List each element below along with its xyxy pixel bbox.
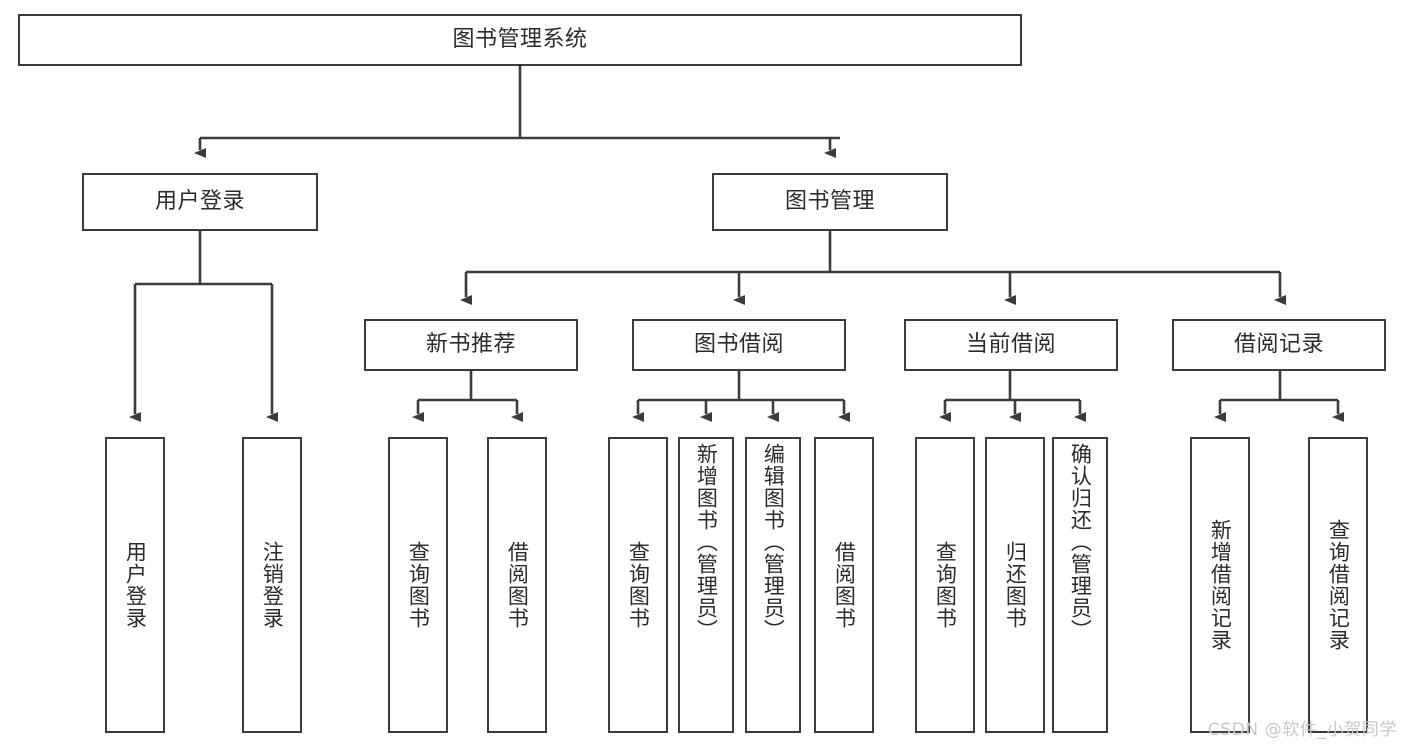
node-borrow-record[interactable]: 借阅记录 — [1172, 319, 1386, 371]
node-label: 图书管理系统 — [452, 26, 588, 52]
node-label: 借阅图书 — [505, 541, 530, 629]
node-leaf-confirm-return[interactable]: 确认归还（管理员） — [1052, 437, 1108, 733]
node-leaf-add-book[interactable]: 新增图书（管理员） — [678, 437, 734, 733]
node-book-management-system[interactable]: 图书管理系统 — [18, 14, 1022, 66]
node-leaf-return-book[interactable]: 归还图书 — [985, 437, 1045, 733]
node-label: 图书管理 — [784, 188, 875, 214]
node-leaf-borrow-book-1[interactable]: 借阅图书 — [487, 437, 547, 733]
node-user-login[interactable]: 用户登录 — [82, 173, 318, 231]
node-label: 确认归还（管理员） — [1068, 443, 1093, 641]
node-label: 编辑图书（管理员） — [761, 443, 786, 641]
node-label: 用户登录 — [123, 541, 148, 629]
node-leaf-query-book-3[interactable]: 查询图书 — [915, 437, 975, 733]
node-label: 借阅记录 — [1233, 331, 1324, 357]
node-label: 查询图书 — [406, 541, 431, 629]
node-leaf-query-borrow-record[interactable]: 查询借阅记录 — [1308, 437, 1368, 733]
node-current-borrow[interactable]: 当前借阅 — [904, 319, 1118, 371]
node-label: 用户登录 — [154, 188, 245, 214]
node-book-borrow[interactable]: 图书借阅 — [632, 319, 846, 371]
node-leaf-user-login[interactable]: 用户登录 — [105, 437, 165, 733]
node-leaf-query-book-2[interactable]: 查询图书 — [608, 437, 668, 733]
node-label: 查询图书 — [626, 541, 651, 629]
node-book-management[interactable]: 图书管理 — [712, 173, 948, 231]
node-label: 新增借阅记录 — [1208, 519, 1233, 651]
node-label: 新增图书（管理员） — [694, 443, 719, 641]
node-label: 借阅图书 — [832, 541, 857, 629]
node-label: 当前借阅 — [965, 331, 1056, 357]
node-leaf-query-book-1[interactable]: 查询图书 — [388, 437, 448, 733]
node-leaf-borrow-book-2[interactable]: 借阅图书 — [814, 437, 874, 733]
node-label: 新书推荐 — [425, 331, 516, 357]
node-new-book-recommend[interactable]: 新书推荐 — [364, 319, 578, 371]
node-label: 查询图书 — [933, 541, 958, 629]
node-label: 图书借阅 — [693, 331, 784, 357]
node-label: 归还图书 — [1003, 541, 1028, 629]
node-label: 查询借阅记录 — [1326, 519, 1351, 651]
node-leaf-edit-book[interactable]: 编辑图书（管理员） — [745, 437, 801, 733]
node-label: 注销登录 — [260, 541, 285, 629]
node-leaf-logout[interactable]: 注销登录 — [242, 437, 302, 733]
node-leaf-add-borrow-record[interactable]: 新增借阅记录 — [1190, 437, 1250, 733]
